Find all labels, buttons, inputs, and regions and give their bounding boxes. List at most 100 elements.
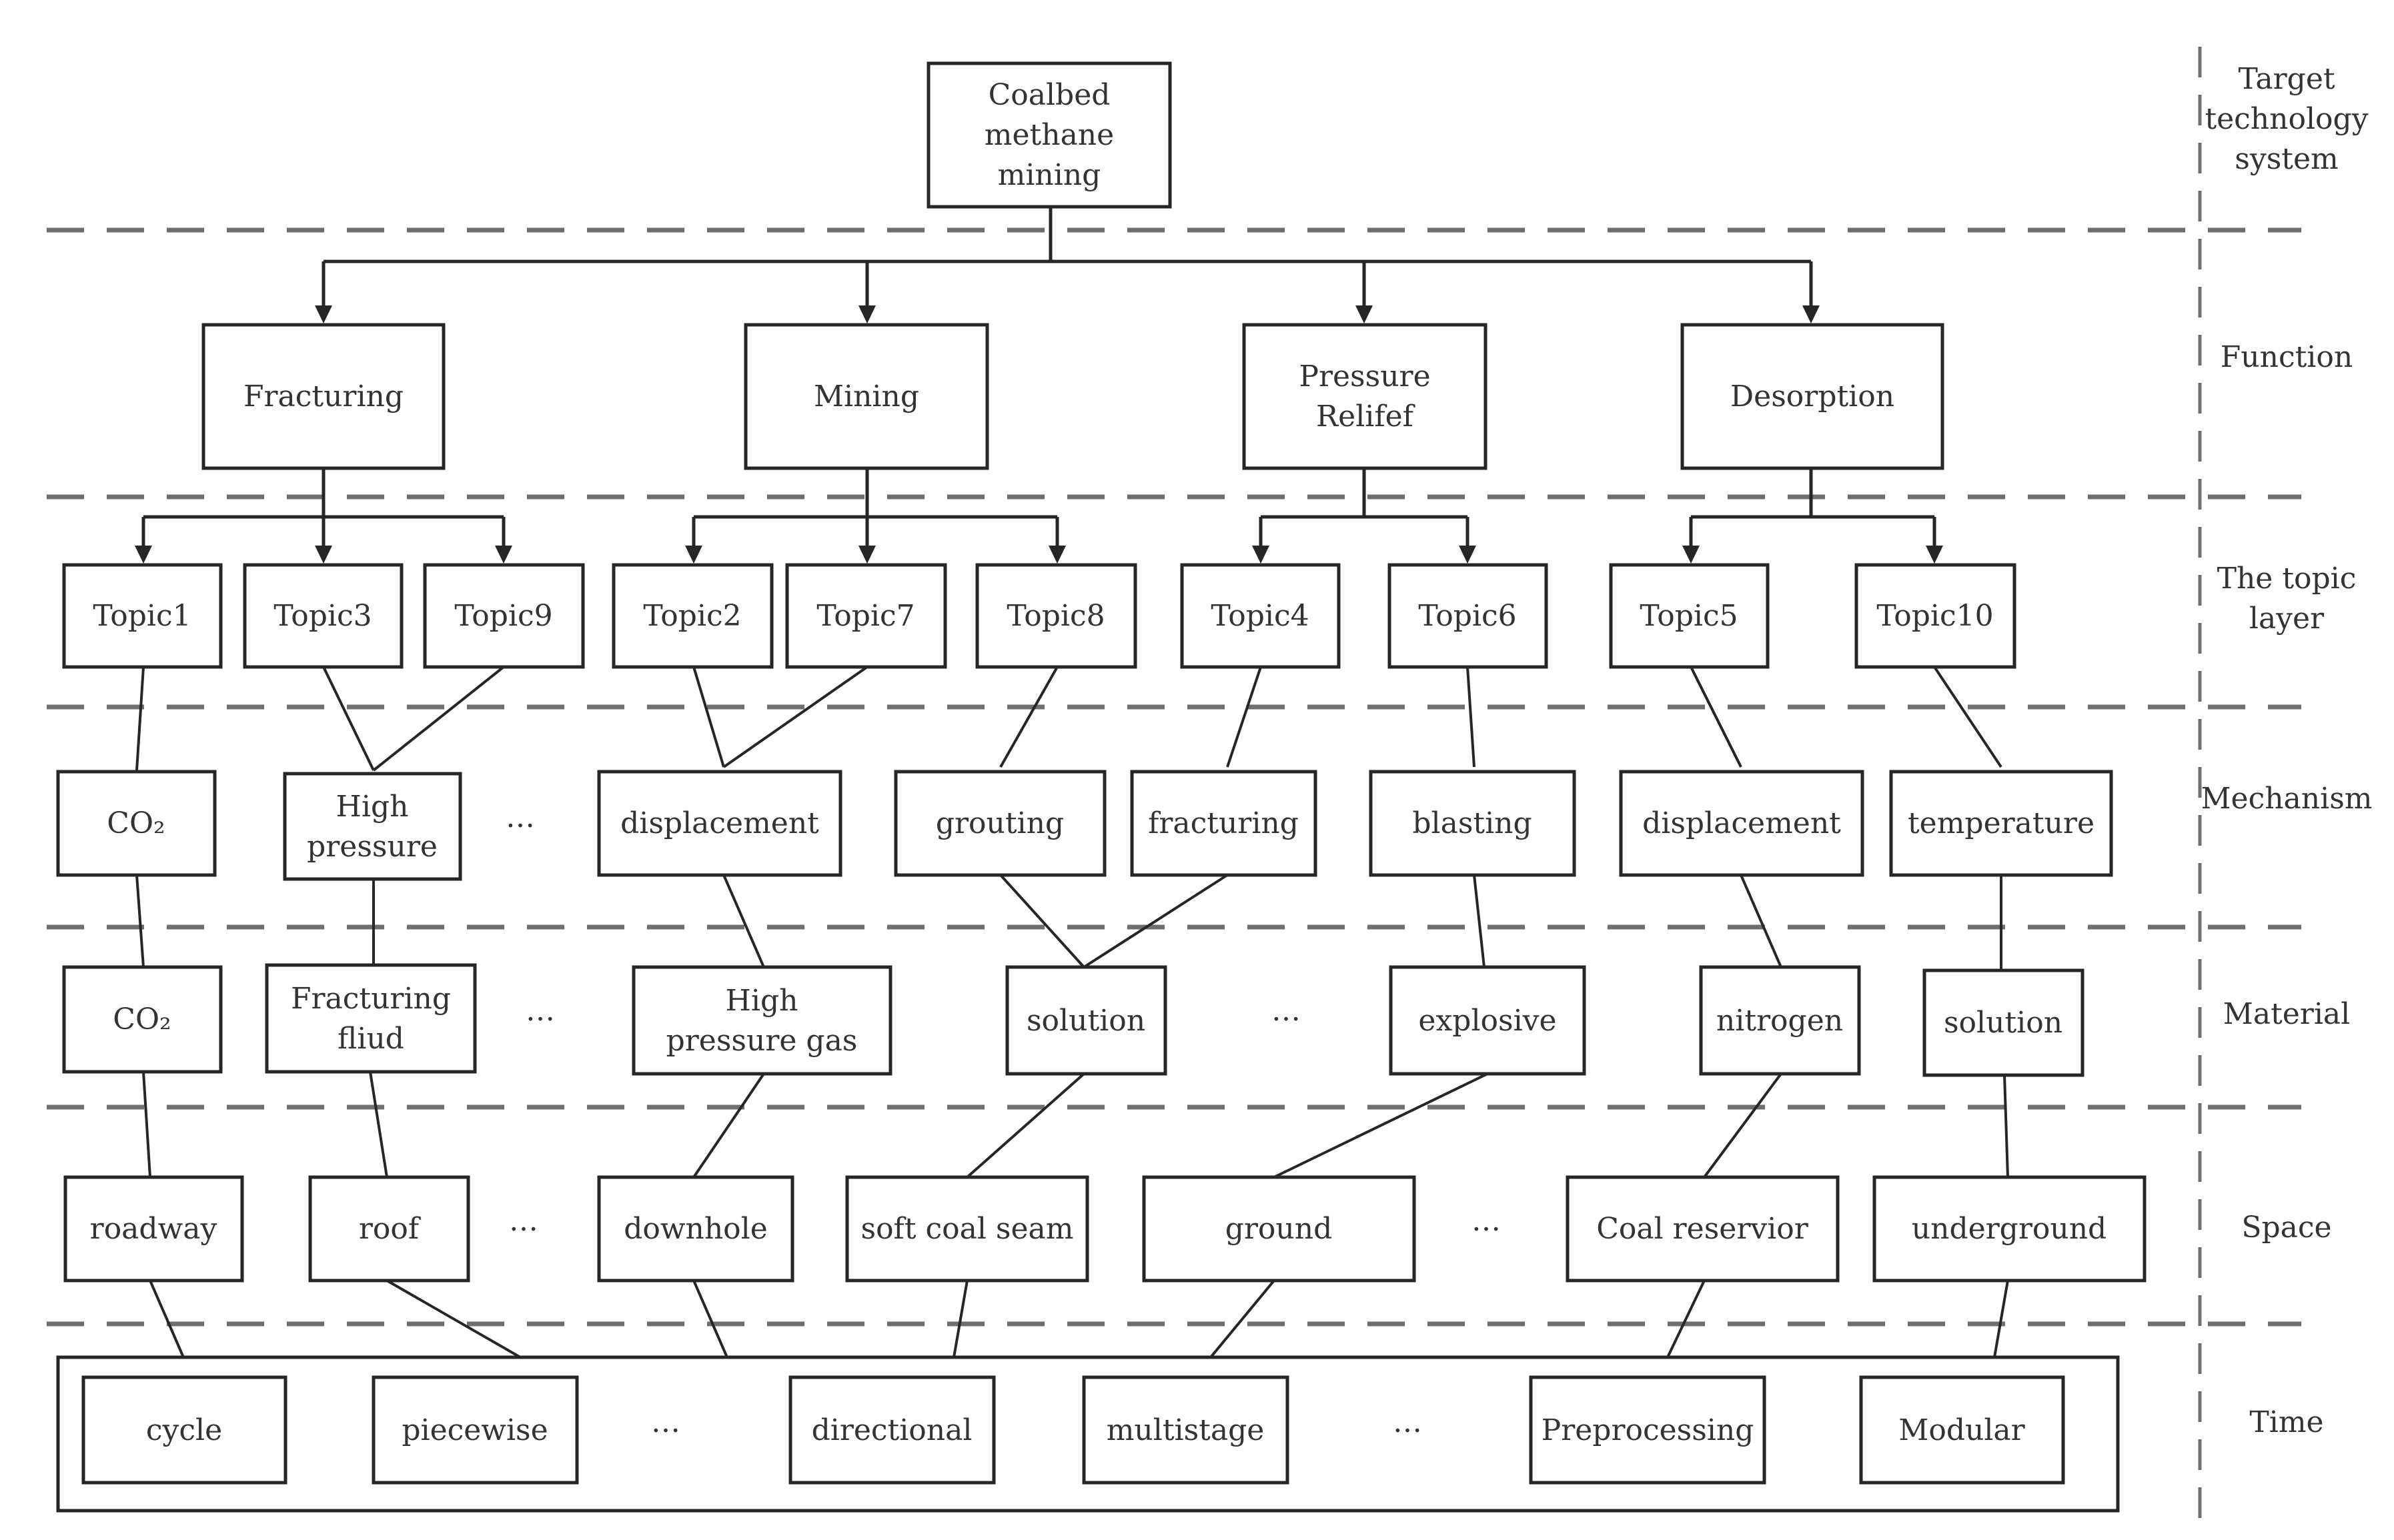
label-function: Function xyxy=(2221,340,2353,374)
space-ellipsis: … xyxy=(509,1204,538,1238)
topic-node-8: Topic8 xyxy=(975,563,1137,669)
svg-text:Topic5: Topic5 xyxy=(1640,599,1738,633)
space-layer: roadway roof … downhole soft coal seam g… xyxy=(63,1175,2147,1283)
svg-text:nitrogen: nitrogen xyxy=(1716,1004,1843,1038)
function-node-desorption: Desorption xyxy=(1680,323,1944,470)
svg-text:CO₂: CO₂ xyxy=(113,1002,171,1036)
svg-text:CO₂: CO₂ xyxy=(107,806,165,840)
mechanism-node-fracturing: fracturing xyxy=(1130,770,1317,877)
layer-links xyxy=(135,666,2009,1359)
tree-connectors xyxy=(135,208,1943,564)
mechanism-node-blasting: blasting xyxy=(1369,770,1576,877)
space-node-soft-coal-seam: soft coal seam xyxy=(845,1175,1089,1283)
svg-text:ground: ground xyxy=(1225,1212,1333,1246)
time-node-cycle: cycle xyxy=(81,1375,287,1485)
mechanism-node-displacement-1: displacement xyxy=(597,770,842,877)
svg-text:multistage: multistage xyxy=(1107,1413,1265,1447)
svg-text:solution: solution xyxy=(1027,1004,1145,1038)
mechanism-node-co2: CO₂ xyxy=(56,770,217,877)
svg-text:Topic3: Topic3 xyxy=(273,599,372,633)
topic-node-4: Topic4 xyxy=(1180,563,1341,669)
time-layer: cycle piecewise … directional multistage… xyxy=(56,1355,2120,1513)
topic-node-1: Topic1 xyxy=(62,563,223,669)
material-node-solution-2: solution xyxy=(1922,968,2084,1077)
svg-text:Preprocessing: Preprocessing xyxy=(1542,1413,1754,1447)
svg-text:underground: underground xyxy=(1912,1212,2107,1246)
label-mechanism: Mechanism xyxy=(2201,782,2372,816)
space-node-roof: roof xyxy=(308,1175,470,1283)
material-node-co2: CO₂ xyxy=(62,965,223,1074)
material-node-solution-1: solution xyxy=(1005,965,1167,1076)
svg-text:displacement: displacement xyxy=(620,806,819,840)
topic-node-7: Topic7 xyxy=(785,563,947,669)
function-node-mining: Mining xyxy=(744,323,989,470)
svg-text:cycle: cycle xyxy=(146,1413,222,1447)
time-frame xyxy=(56,1355,2120,1513)
svg-text:explosive: explosive xyxy=(1418,1004,1556,1038)
label-material: Material xyxy=(2223,997,2350,1031)
svg-text:downhole: downhole xyxy=(624,1212,768,1246)
space-node-downhole: downhole xyxy=(597,1175,794,1283)
svg-text:roadway: roadway xyxy=(90,1212,217,1246)
svg-text:blasting: blasting xyxy=(1412,806,1532,840)
topic-node-3: Topic3 xyxy=(243,563,404,669)
topic-node-9: Topic9 xyxy=(423,563,585,669)
mechanism-node-grouting: grouting xyxy=(894,770,1107,877)
material-node-nitrogen: nitrogen xyxy=(1699,965,1861,1076)
svg-text:Mining: Mining xyxy=(814,379,919,414)
material-ellipsis-2: … xyxy=(1271,994,1301,1028)
svg-text:fracturing: fracturing xyxy=(1148,806,1299,840)
svg-text:Topic9: Topic9 xyxy=(454,599,552,633)
space-node-underground: underground xyxy=(1872,1175,2147,1283)
label-time: Time xyxy=(2249,1405,2323,1439)
svg-text:Coal reservior: Coal reservior xyxy=(1596,1212,1809,1246)
material-node-explosive: explosive xyxy=(1389,965,1586,1076)
time-node-multistage: multistage xyxy=(1082,1375,1289,1485)
svg-text:temperature: temperature xyxy=(1908,806,2094,840)
svg-text:Desorption: Desorption xyxy=(1730,379,1894,414)
topic-node-2: Topic2 xyxy=(612,563,774,669)
svg-text:solution: solution xyxy=(1944,1006,2062,1040)
space-node-roadway: roadway xyxy=(63,1175,244,1283)
topic-node-10: Topic10 xyxy=(1854,563,2016,669)
svg-text:displacement: displacement xyxy=(1642,806,1841,840)
svg-text:Topic8: Topic8 xyxy=(1007,599,1105,633)
space-ellipsis-2: … xyxy=(1471,1204,1501,1238)
time-node-preprocessing: Preprocessing xyxy=(1529,1375,1766,1485)
time-ellipsis-2: … xyxy=(1393,1405,1422,1439)
svg-text:directional: directional xyxy=(812,1413,973,1447)
mechanism-ellipsis: … xyxy=(506,800,535,834)
label-space: Space xyxy=(2241,1211,2331,1245)
svg-text:soft coal seam: soft coal seam xyxy=(860,1212,1073,1246)
layer-separators xyxy=(47,47,2301,1527)
time-node-directional: directional xyxy=(788,1375,996,1485)
svg-text:Topic7: Topic7 xyxy=(816,599,915,633)
topic-node-6: Topic6 xyxy=(1387,563,1548,669)
svg-text:Topic1: Topic1 xyxy=(93,599,191,633)
svg-text:Fracturing: Fracturing xyxy=(243,379,404,414)
mechanism-node-displacement-2: displacement xyxy=(1619,770,1864,877)
svg-text:piecewise: piecewise xyxy=(402,1413,548,1447)
topic-node-5: Topic5 xyxy=(1609,563,1770,669)
space-node-ground: ground xyxy=(1142,1175,1416,1283)
svg-text:Topic10: Topic10 xyxy=(1876,599,1993,633)
svg-text:Topic4: Topic4 xyxy=(1211,599,1309,633)
time-ellipsis: … xyxy=(651,1405,680,1439)
function-node-fracturing: Fracturing xyxy=(201,323,446,470)
space-node-coal-reservoir: Coal reservior xyxy=(1566,1175,1840,1283)
time-node-modular: Modular xyxy=(1859,1375,2065,1485)
